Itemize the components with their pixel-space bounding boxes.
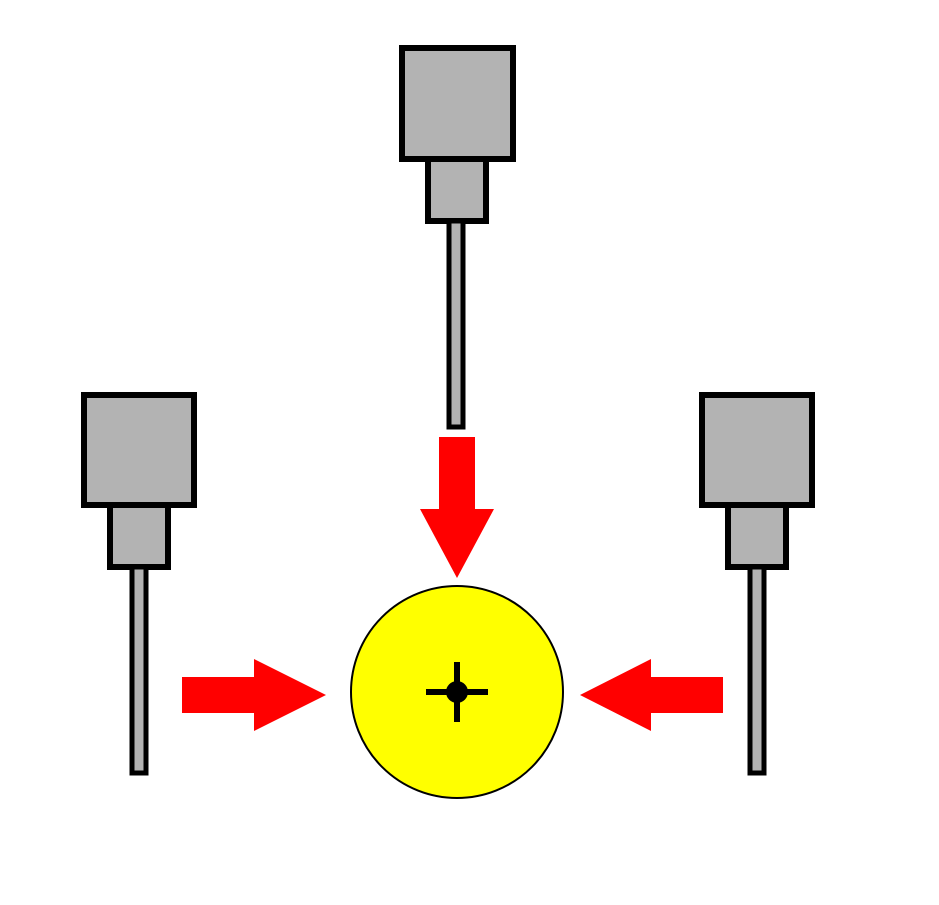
- probe-left-stem: [129, 564, 149, 776]
- arrow-right: [182, 659, 326, 731]
- probe-right: [699, 392, 815, 776]
- probe-right-head: [699, 392, 815, 508]
- crosshair-icon: [426, 662, 488, 722]
- probe-top-stem: [446, 218, 466, 430]
- crosshair-dot: [446, 681, 468, 703]
- arrow-down: [420, 437, 494, 578]
- probe-top-head: [399, 45, 516, 162]
- probe-left-head: [81, 392, 197, 508]
- probe-top-neck: [425, 156, 489, 224]
- probe-left: [81, 392, 197, 776]
- probe-right-stem: [747, 564, 767, 776]
- arrow-left: [580, 659, 723, 731]
- target: [350, 585, 564, 799]
- probe-top: [399, 45, 516, 430]
- probe-left-neck: [107, 502, 171, 570]
- probe-right-neck: [725, 502, 789, 570]
